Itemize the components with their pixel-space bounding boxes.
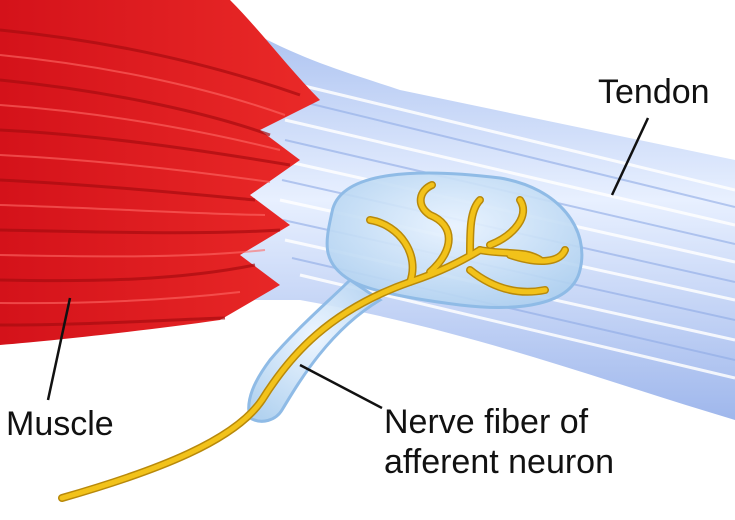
nerve-fiber-label: Nerve fiber of afferent neuron — [384, 402, 614, 482]
tendon-label: Tendon — [598, 73, 710, 111]
muscle-label: Muscle — [6, 405, 114, 443]
nerve-leader-line — [299, 363, 383, 410]
nerve-fiber — [58, 181, 569, 502]
nerve-fiber-label-line1: Nerve fiber of — [384, 403, 589, 441]
nerve-fiber-label-line2: afferent neuron — [384, 443, 614, 481]
muscle-leader-line — [46, 297, 72, 401]
muscle — [0, 0, 320, 345]
tendon-leader-line — [610, 117, 650, 196]
